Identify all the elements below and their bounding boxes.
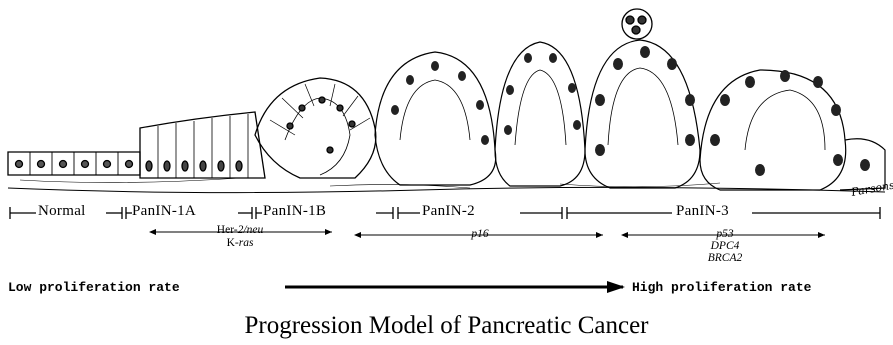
- artist-signature: Parsons: [849, 178, 893, 199]
- stage-label-panin-1b: PanIN-1B: [263, 203, 326, 220]
- gene-label-her2-neu: Her-2/neu: [200, 225, 280, 236]
- detached-cell-cluster: [622, 9, 652, 39]
- gene-label-brca2: BRCA2: [695, 253, 755, 264]
- panin-1a-cells: [140, 112, 265, 178]
- stage-label-panin-1a: PanIN-1A: [132, 203, 196, 220]
- stage-label-panin-3: PanIN-3: [676, 203, 729, 220]
- normal-cells: [8, 152, 140, 175]
- high-proliferation-label: High proliferation rate: [632, 280, 811, 295]
- gene-label-dpc4: DPC4: [695, 241, 755, 252]
- panin-1b-fold: [255, 78, 376, 178]
- diagram-title: Progression Model of Pancreatic Cancer: [0, 312, 893, 340]
- panin-2-folds: [375, 42, 585, 186]
- stage-label-normal: Normal: [38, 203, 86, 220]
- low-proliferation-label: Low proliferation rate: [8, 280, 180, 295]
- gene-label-k-ras: K-ras: [200, 238, 280, 249]
- panin-3-folds: [585, 40, 885, 190]
- gene-label-p16: p16: [455, 229, 505, 240]
- gene-label-p53: p53: [700, 229, 750, 240]
- stage-label-panin-2: PanIN-2: [422, 203, 475, 220]
- epithelium-illustration: Parsons: [8, 9, 893, 199]
